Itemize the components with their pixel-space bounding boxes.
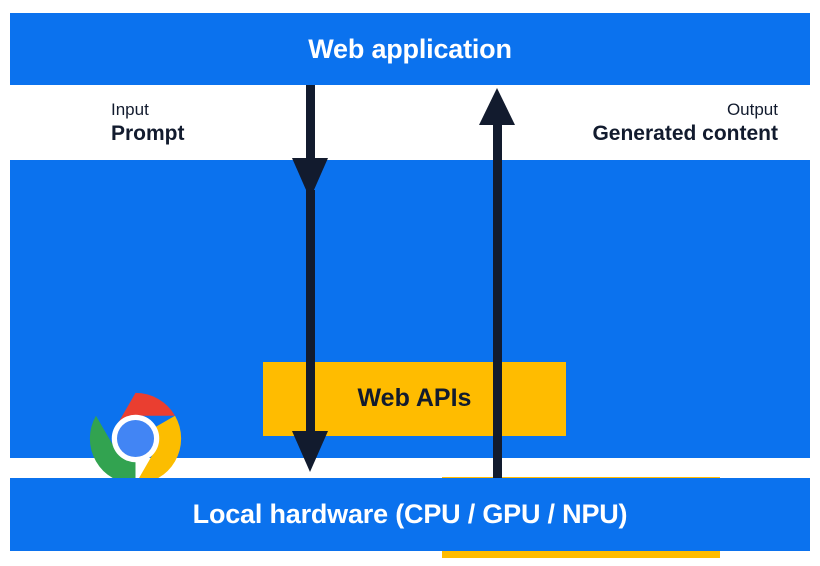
layer-local-hardware: Local hardware (CPU / GPU / NPU) xyxy=(10,478,810,551)
component-web-apis-label: Web APIs xyxy=(357,384,472,413)
arrow-input-shaft-lower xyxy=(306,190,315,434)
arrow-input-head-lower xyxy=(292,431,328,472)
flow-input-kind: Input xyxy=(111,100,149,119)
layer-web-application-label: Web application xyxy=(308,33,512,64)
flow-input-value: Prompt xyxy=(111,121,185,145)
layer-browser: Browser Web APIs Built-in models and run… xyxy=(10,160,810,558)
flow-output-value: Generated content xyxy=(592,121,778,145)
layer-web-application: Web application xyxy=(10,13,810,85)
arrow-output-head xyxy=(479,88,515,125)
flow-label-output: Output Generated content xyxy=(592,100,778,146)
arrow-input-shaft-upper xyxy=(306,85,315,169)
flow-output-kind: Output xyxy=(726,100,778,119)
layer-local-hardware-label: Local hardware (CPU / GPU / NPU) xyxy=(192,499,628,529)
flow-label-input: Input Prompt xyxy=(111,100,185,146)
arrow-output-shaft xyxy=(493,118,502,478)
chrome-logo-icon xyxy=(88,391,183,486)
